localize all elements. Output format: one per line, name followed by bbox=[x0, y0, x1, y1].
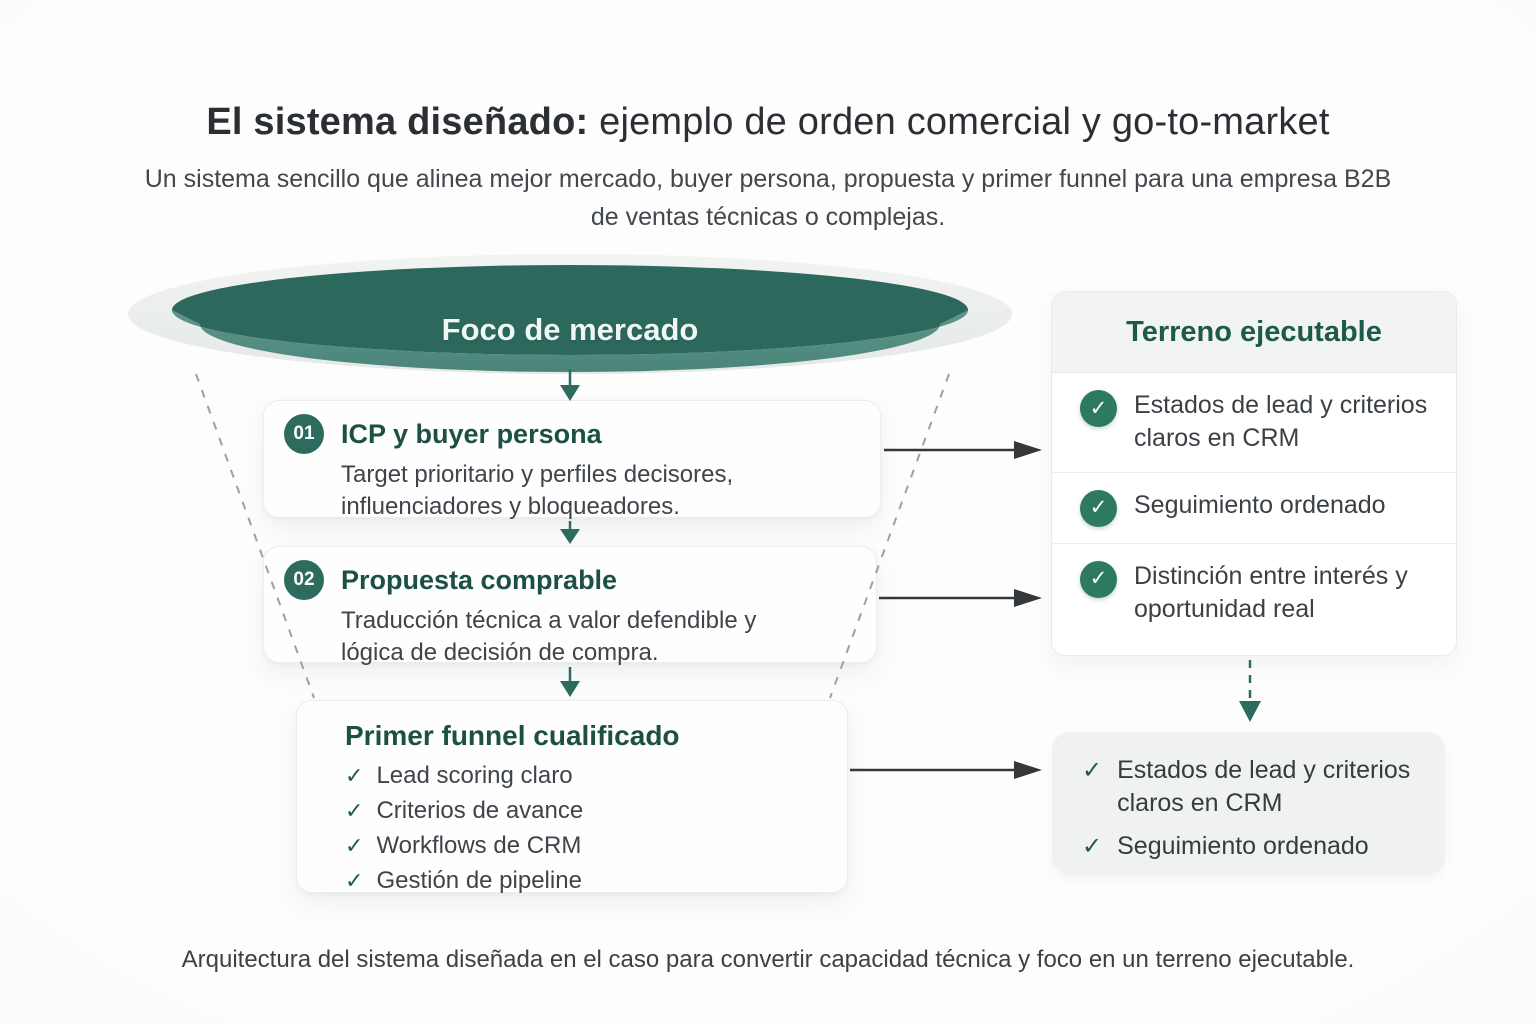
stage-head: 01 ICP y buyer persona bbox=[284, 414, 860, 454]
page-title: El sistema diseñado: ejemplo de orden co… bbox=[0, 101, 1536, 144]
page-title-rest: ejemplo de orden comercial y go-to-marke… bbox=[588, 101, 1330, 144]
result-item-label: Seguimiento ordenado bbox=[1117, 832, 1369, 860]
stage-description: Target prioritario y perfiles decisores,… bbox=[341, 461, 734, 520]
check-icon: ✓ bbox=[345, 833, 364, 858]
stage-card-primer-funnel-cualificado: Primer funnel cualificado ✓ Lead scoring… bbox=[296, 700, 848, 895]
result-box: ✓ Estados de lead y criterios claros en … bbox=[1052, 732, 1445, 875]
check-icon: ✓ bbox=[1082, 757, 1103, 784]
stage-number-badge: 02 bbox=[284, 560, 324, 600]
stage-description: Traducción técnica a valor defendible y … bbox=[341, 607, 757, 666]
panel-item-label: Distinción entre interés y oportunidad r… bbox=[1134, 561, 1408, 623]
stage-title: ICP y buyer persona bbox=[341, 418, 602, 449]
check-icon: ✓ bbox=[345, 763, 364, 788]
funnel-top-label: Foco de mercado bbox=[441, 312, 699, 347]
checklist-item: ✓ Lead scoring claro bbox=[345, 762, 823, 790]
checklist-item-label: Criterios de avance bbox=[376, 797, 584, 824]
check-icon: ✓ bbox=[1082, 833, 1103, 860]
panel-item: ✓ Distinción entre interés y oportunidad… bbox=[1052, 544, 1456, 643]
stage-checklist: ✓ Lead scoring claro ✓ Criterios de avan… bbox=[345, 762, 823, 895]
page-subtitle: Un sistema sencillo que alinea mejor mer… bbox=[144, 165, 1392, 231]
circle-check-icon: ✓ bbox=[1080, 489, 1117, 527]
checklist-item: ✓ Criterios de avance bbox=[345, 797, 823, 825]
stage3-to-resultbox-arrow bbox=[850, 761, 1042, 779]
stage-head: 02 Propuesta comprable bbox=[284, 560, 856, 600]
funnel-inner-opening bbox=[172, 265, 968, 355]
checklist-item-label: Gestión de pipeline bbox=[376, 867, 582, 894]
stage-card-propuesta-comprable: 02 Propuesta comprable Traducción técnic… bbox=[263, 546, 877, 666]
footer-caption: Arquitectura del sistema diseñada en el … bbox=[181, 946, 1355, 973]
panel-item: ✓ Estados de lead y criterios claros en … bbox=[1052, 373, 1456, 473]
checklist-item: ✓ Workflows de CRM bbox=[345, 832, 823, 860]
stage-title: Primer funnel cualificado bbox=[345, 720, 680, 751]
funnel-top-shape bbox=[128, 254, 1012, 374]
circle-check-icon: ✓ bbox=[1080, 560, 1117, 598]
stage2-to-panel-arrow bbox=[879, 589, 1042, 607]
result-item-label: Estados de lead y criterios claros en CR… bbox=[1117, 756, 1411, 817]
stage-title: Propuesta comprable bbox=[341, 564, 618, 595]
checklist-item: ✓ Gestión de pipeline bbox=[345, 867, 823, 895]
page-title-strong: El sistema diseñado: bbox=[206, 101, 589, 144]
panel-item-label: Seguimiento ordenado bbox=[1134, 490, 1386, 519]
panel-item-label: Estados de lead y criterios claros en CR… bbox=[1134, 391, 1428, 453]
terreno-ejecutable-panel: Terreno ejecutable ✓ Estados de lead y c… bbox=[1051, 291, 1457, 656]
funnel-front-face bbox=[172, 310, 968, 372]
stage2-to-stage3-arrow bbox=[560, 667, 580, 697]
checklist-item-label: Lead scoring claro bbox=[376, 762, 573, 789]
stage-card-icp-buyer-persona: 01 ICP y buyer persona Target prioritari… bbox=[263, 400, 881, 520]
panel-to-resultbox-dashed-arrow bbox=[1239, 660, 1261, 722]
check-icon: ✓ bbox=[345, 868, 364, 893]
result-item: ✓ Estados de lead y criterios claros en … bbox=[1082, 754, 1427, 819]
stage1-to-stage2-arrow bbox=[560, 521, 580, 544]
check-icon: ✓ bbox=[345, 798, 364, 823]
circle-check-icon: ✓ bbox=[1080, 390, 1117, 427]
panel-title: Terreno ejecutable bbox=[1052, 292, 1456, 373]
panel-item: ✓ Seguimiento ordenado bbox=[1052, 473, 1456, 544]
stage1-to-panel-arrow bbox=[884, 441, 1042, 459]
checklist-item-label: Workflows de CRM bbox=[376, 832, 582, 859]
result-item: ✓ Seguimiento ordenado bbox=[1082, 830, 1427, 863]
stage-number-badge: 01 bbox=[284, 414, 324, 454]
